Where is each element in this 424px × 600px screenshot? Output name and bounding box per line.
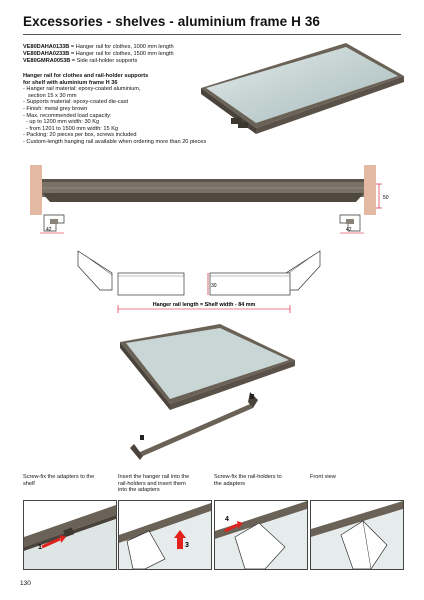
code-line: VE80DAHA0233B = Hanger rail for clothes,… <box>23 51 174 58</box>
spec-line: - Max. recommended load capacity: <box>23 112 112 119</box>
right-rail-holder <box>285 250 321 291</box>
spec-heading: for shelf with aluminium frame H 36 <box>23 79 118 86</box>
code-line: VE80DAHA0133B = Hanger rail for clothes,… <box>23 44 174 51</box>
shelf-product-image <box>201 43 404 134</box>
specifications: Hanger rail for clothes and rail-holder … <box>23 73 263 146</box>
spec-line: section 15 x 30 mm <box>28 92 77 99</box>
step-number: 3 <box>185 542 189 549</box>
hanger-rail-iso <box>140 404 253 456</box>
left-wall <box>30 165 42 215</box>
code: VE80DAHA0133B <box>23 44 70 50</box>
technical-drawing: 50 42 42 30 Hanger rail length = Shelf w… <box>30 165 389 313</box>
caption-line: shelf <box>23 480 35 487</box>
step-3-caption: Screw-fix the rail-holders to the adapte… <box>214 474 306 487</box>
shelf-glass <box>126 328 289 399</box>
step-number: 4 <box>225 516 229 523</box>
step-1-image: 1 <box>23 500 117 570</box>
caption-line: rail-holders and insert them <box>118 480 186 487</box>
step-2-caption: Insert the hanger rail into the rail-hol… <box>118 474 213 494</box>
code: VE80DAHA0233B <box>23 51 70 57</box>
step-number: 1 <box>38 544 42 551</box>
step-2-image: 3 <box>118 500 212 570</box>
dim-42-right-label: 42 <box>346 227 352 233</box>
left-bracket <box>43 214 65 232</box>
spec-line: - Packing: 20 pieces per box, screws inc… <box>23 132 137 139</box>
code-desc: = Hanger rail for clothes, 1500 mm lengt… <box>69 51 174 57</box>
caption-line: Insert the hanger rail into the <box>118 474 190 480</box>
product-codes: VE80DAHA0133B = Hanger rail for clothes,… <box>23 44 174 65</box>
code-line: VE80GMRA0053B = Side rail-holder support… <box>23 58 174 65</box>
code: VE80GMRA0053B <box>23 58 71 64</box>
step-4-caption: Front view <box>310 474 402 481</box>
dim-42-left-label: 42 <box>46 227 52 233</box>
spec-line: - Custom-length hanging rail available w… <box>23 138 207 145</box>
caption-line: Screw-fix the adapters to the <box>23 474 95 480</box>
caption-line: Front view <box>310 474 336 480</box>
dim-50-label: 50 <box>383 195 389 201</box>
page-number: 130 <box>20 580 31 587</box>
spec-line: - Supports material: epoxy-coated die-ca… <box>23 99 129 106</box>
spec-line: - from 1201 to 1500 mm width: 15 Kg <box>26 125 119 132</box>
caption-line: the adapters <box>214 480 246 487</box>
page-title: Excessories - shelves - aluminium frame … <box>23 14 321 29</box>
step-1-caption: Screw-fix the adapters to the shelf <box>23 474 115 487</box>
right-bracket <box>339 214 361 232</box>
caption-line: Screw-fix the rail-holders to <box>214 474 282 480</box>
rail-length-label: Hanger rail length = Shelf width - 84 mm <box>153 302 256 308</box>
title-divider <box>23 34 401 35</box>
hanger-rail-section <box>117 272 291 296</box>
right-wall <box>364 165 376 215</box>
caption-line: into the adapters <box>118 487 160 494</box>
spec-line: - Hanger rail material: epoxy-coated alu… <box>23 86 141 93</box>
spec-heading: Hanger rail for clothes and rail-holder … <box>23 73 149 79</box>
step-4-image <box>310 500 404 570</box>
spec-line: - up to 1200 mm width: 30 Kg <box>26 119 100 126</box>
left-rail-holder <box>77 250 113 291</box>
shelf-assembly-drawing <box>120 324 295 460</box>
dim-30-label: 30 <box>211 283 217 289</box>
spec-line: - Finish: metal grey brown <box>23 105 88 112</box>
code-desc: = Side rail-holder supports <box>70 58 138 64</box>
code-desc: = Hanger rail for clothes, 1000 mm lengt… <box>69 44 174 50</box>
step-3-image: 4 <box>214 500 308 570</box>
